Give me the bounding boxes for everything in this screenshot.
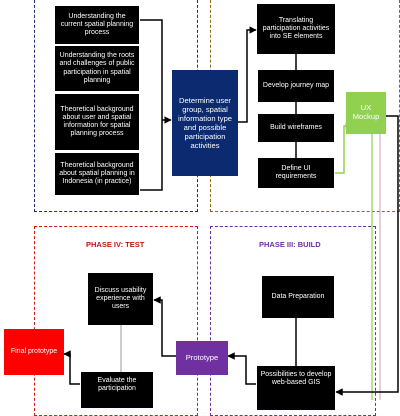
node-discuss-usability: Discuss usability experience with users	[88, 273, 153, 325]
node-possibilities: Possibilities to develop web-based GIS	[257, 366, 335, 410]
node-ux-mockup: UX Mockup	[346, 92, 386, 134]
node-data-preparation: Data Preparation	[262, 276, 334, 318]
node-translating: Translating participation activities int…	[257, 4, 335, 54]
node-understand-roots: Understanding the roots and challenges o…	[55, 46, 139, 91]
node-evaluate: Evaluate the participation	[81, 372, 153, 408]
node-journey-map: Develop journey map	[258, 70, 334, 102]
node-ui-requirements: Define UI requirements	[258, 158, 334, 188]
phase-4-test-title: PHASE IV: TEST	[84, 240, 147, 249]
node-theoretical-indonesia: Theoretical background about spatial pla…	[55, 153, 139, 195]
node-prototype: Prototype	[176, 341, 228, 375]
node-determine-user-group: Determine user group, spatial informatio…	[172, 70, 238, 176]
node-theoretical-background: Theoretical background about user and sp…	[55, 94, 139, 150]
phase-3-build-title: PHASE III: BUILD	[257, 240, 323, 249]
node-final-prototype: Final prototype	[4, 329, 64, 375]
node-understand-current: Understanding the current spatial planni…	[55, 6, 139, 44]
node-wireframes: Build wireframes	[258, 114, 334, 142]
